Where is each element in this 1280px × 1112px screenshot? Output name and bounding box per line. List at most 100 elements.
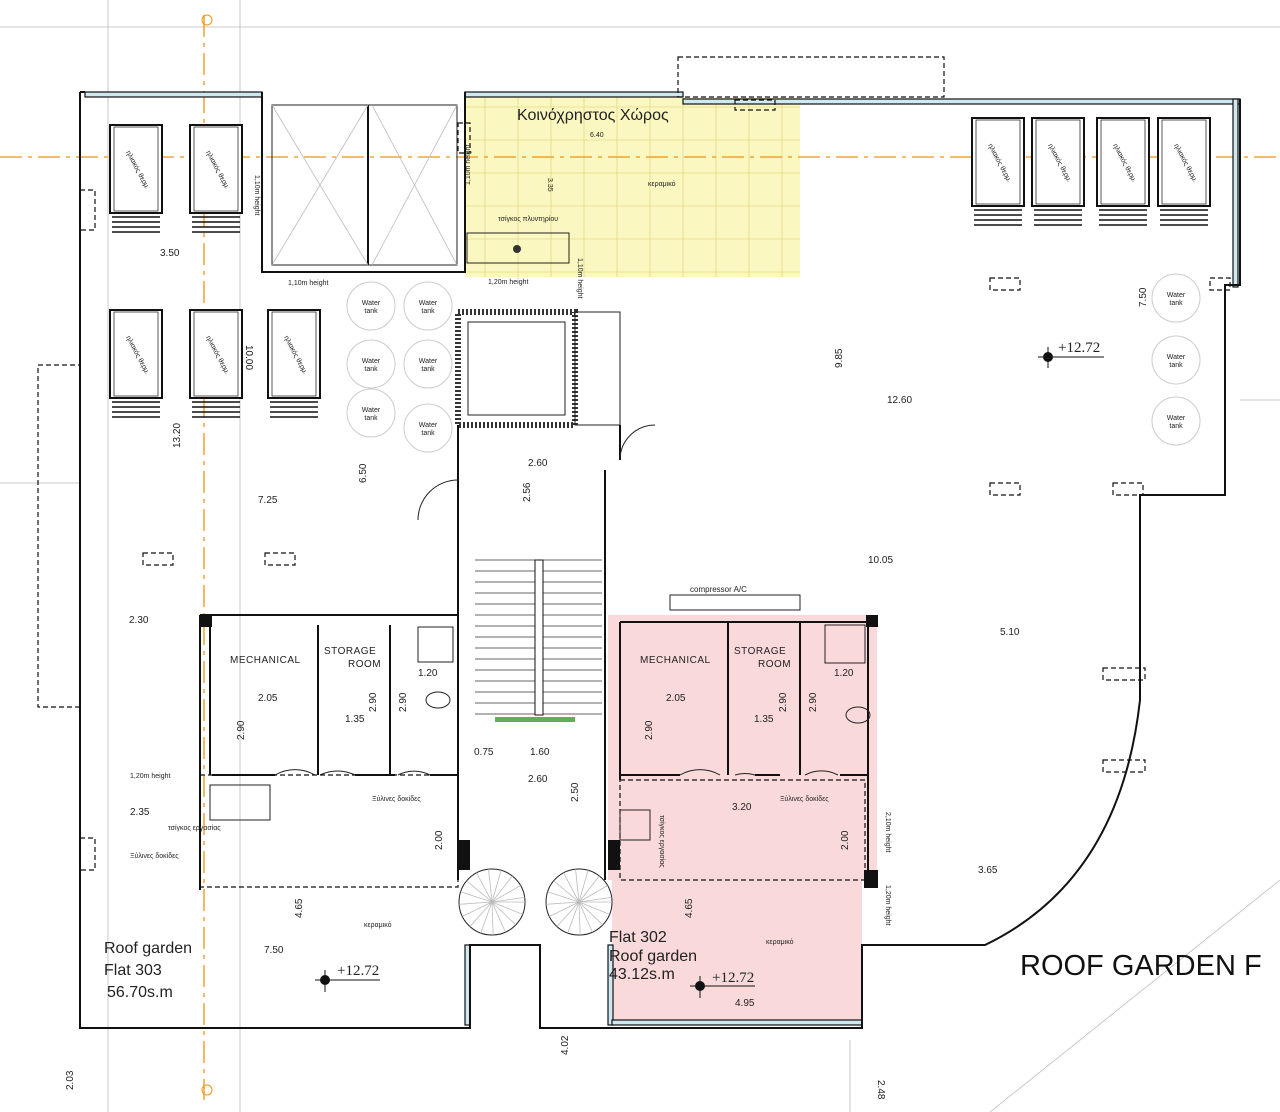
room-label-storage: ROOM [758, 659, 791, 670]
dimension-label: 2.03 [65, 1070, 76, 1090]
level-marker: +12.72 [690, 970, 755, 998]
dimension-label: 3.65 [978, 865, 998, 876]
solar-panel: ηλιακός θερμ. [971, 117, 1025, 226]
height-note: 1,10m height [576, 258, 583, 299]
dimension-label: 2.56 [522, 482, 533, 502]
room-label-storage: STORAGE [734, 646, 786, 657]
dimension-label: 2.48 [875, 1080, 886, 1100]
dimension-label: 13.20 [172, 423, 183, 448]
outer-wall [79, 92, 1241, 1029]
dimension-label: 2.05 [258, 693, 278, 704]
svg-text:+12.72: +12.72 [712, 970, 754, 986]
note-label: τσίγκος εργασίας [658, 815, 666, 868]
level-marker: +12.72 [1038, 340, 1104, 368]
sink-label: τσίγκος πλυντηρίου [498, 215, 558, 223]
stair-railing [495, 717, 575, 722]
service-block-left [199, 614, 470, 890]
dimension-label: 2.90 [398, 692, 409, 712]
parapet [682, 98, 1241, 105]
water-tank-label: Water [419, 422, 438, 429]
dimension-label: 2.00 [840, 830, 851, 850]
door-swing [417, 424, 656, 521]
water-tank-label: Water [362, 300, 381, 307]
water-tank-label: Water [1167, 292, 1186, 299]
height-note: 1,20m height [130, 773, 171, 780]
height-note: 1,20m height [488, 279, 529, 286]
flat-302-fill [608, 615, 877, 1025]
dimension-label: 2.05 [666, 693, 686, 704]
dimension-label: 2.60 [528, 774, 548, 785]
water-tank-label: Water [1167, 415, 1186, 422]
dimension-label: 4.95 [735, 998, 755, 1009]
compressor-label: compressor A/C [690, 585, 747, 594]
dimension-label: 1.60 [530, 747, 550, 758]
floor-material-label: κεραμικό [648, 180, 676, 188]
solar-panel: ηλιακός θερμ. [189, 309, 243, 418]
service-block-right [608, 594, 878, 888]
water-tank-label: Water [419, 358, 438, 365]
parapet [464, 91, 684, 98]
dimension-label: 6.40 [590, 132, 604, 139]
solar-panel: ηλιακός θερμ. [109, 309, 163, 418]
dimension-label: 10.00 [243, 345, 254, 370]
height-note: 1,10m height [288, 280, 329, 287]
sink-drain-icon [513, 245, 521, 253]
dimension-label: 1.35 [345, 714, 365, 725]
dimension-label: 9.85 [834, 348, 845, 368]
water-tank-label: Water [362, 358, 381, 365]
room-label-mechanical: MECHANICAL [640, 655, 711, 666]
flat-302-area: 43.12s.m [609, 966, 675, 983]
water-tank-label: Water [419, 300, 438, 307]
parapet [84, 91, 263, 98]
floor-material-label: κεραμικό [766, 938, 794, 946]
height-note: 1,20m height [884, 885, 891, 926]
water-tank-label: tank [421, 430, 435, 437]
flat-303-label: Roof garden [104, 940, 192, 957]
dimension-label: 4.65 [684, 898, 695, 918]
room-label-storage: ROOM [348, 659, 381, 670]
common-area-title: Κοινόχρηστος Χώρος [517, 107, 669, 124]
water-tank-label: tank [364, 308, 378, 315]
dimension-label: 2.90 [236, 720, 247, 740]
dimension-label: 2.35 [130, 807, 150, 818]
axis-marker-top-icon [201, 14, 213, 26]
dimension-label: 2.90 [778, 692, 789, 712]
dimension-label: 7.50 [1138, 287, 1149, 307]
dimension-label: 4.65 [294, 898, 305, 918]
room-label-mechanical: MECHANICAL [230, 655, 301, 666]
dimension-label: 2.90 [644, 720, 655, 740]
flat-303-label: Flat 303 [104, 962, 162, 979]
water-tank-label: tank [364, 415, 378, 422]
lift-core [455, 309, 578, 428]
water-tank-label: tank [1169, 300, 1183, 307]
common-area-fill [465, 97, 800, 277]
note-label: Ξύλινες δοκίδες [372, 795, 421, 803]
solar-panel: ηλιακός θερμ. [109, 124, 163, 233]
dimension-label: 1.35 [754, 714, 774, 725]
roof-outline [677, 56, 945, 98]
dimensions: 3.50 13.20 10.00 7.25 6.50 2.60 2.56 2.3… [65, 248, 1149, 1100]
flat-302-label: Roof garden [609, 948, 697, 965]
level-marker: +12.72 [315, 963, 380, 992]
svg-text:+12.72: +12.72 [1058, 340, 1100, 356]
dimension-label: 1.20 [834, 668, 854, 679]
common-area-grid [465, 97, 800, 277]
staircase [475, 559, 602, 716]
height-note: 1,10m height [253, 175, 260, 216]
solar-panel: ηλιακός θερμ. [189, 124, 243, 233]
solar-panel: ηλιακός θερμ. [1031, 117, 1085, 226]
lift-lobby [574, 311, 621, 426]
height-note: 1,10m height [465, 144, 472, 185]
dimension-label: 2.50 [570, 782, 581, 802]
overhang-outline [37, 364, 81, 708]
solar-panel: ηλιακός θερμ. [1096, 117, 1150, 226]
water-tank-label: tank [364, 366, 378, 373]
height-note: 2,10m height [884, 812, 891, 853]
